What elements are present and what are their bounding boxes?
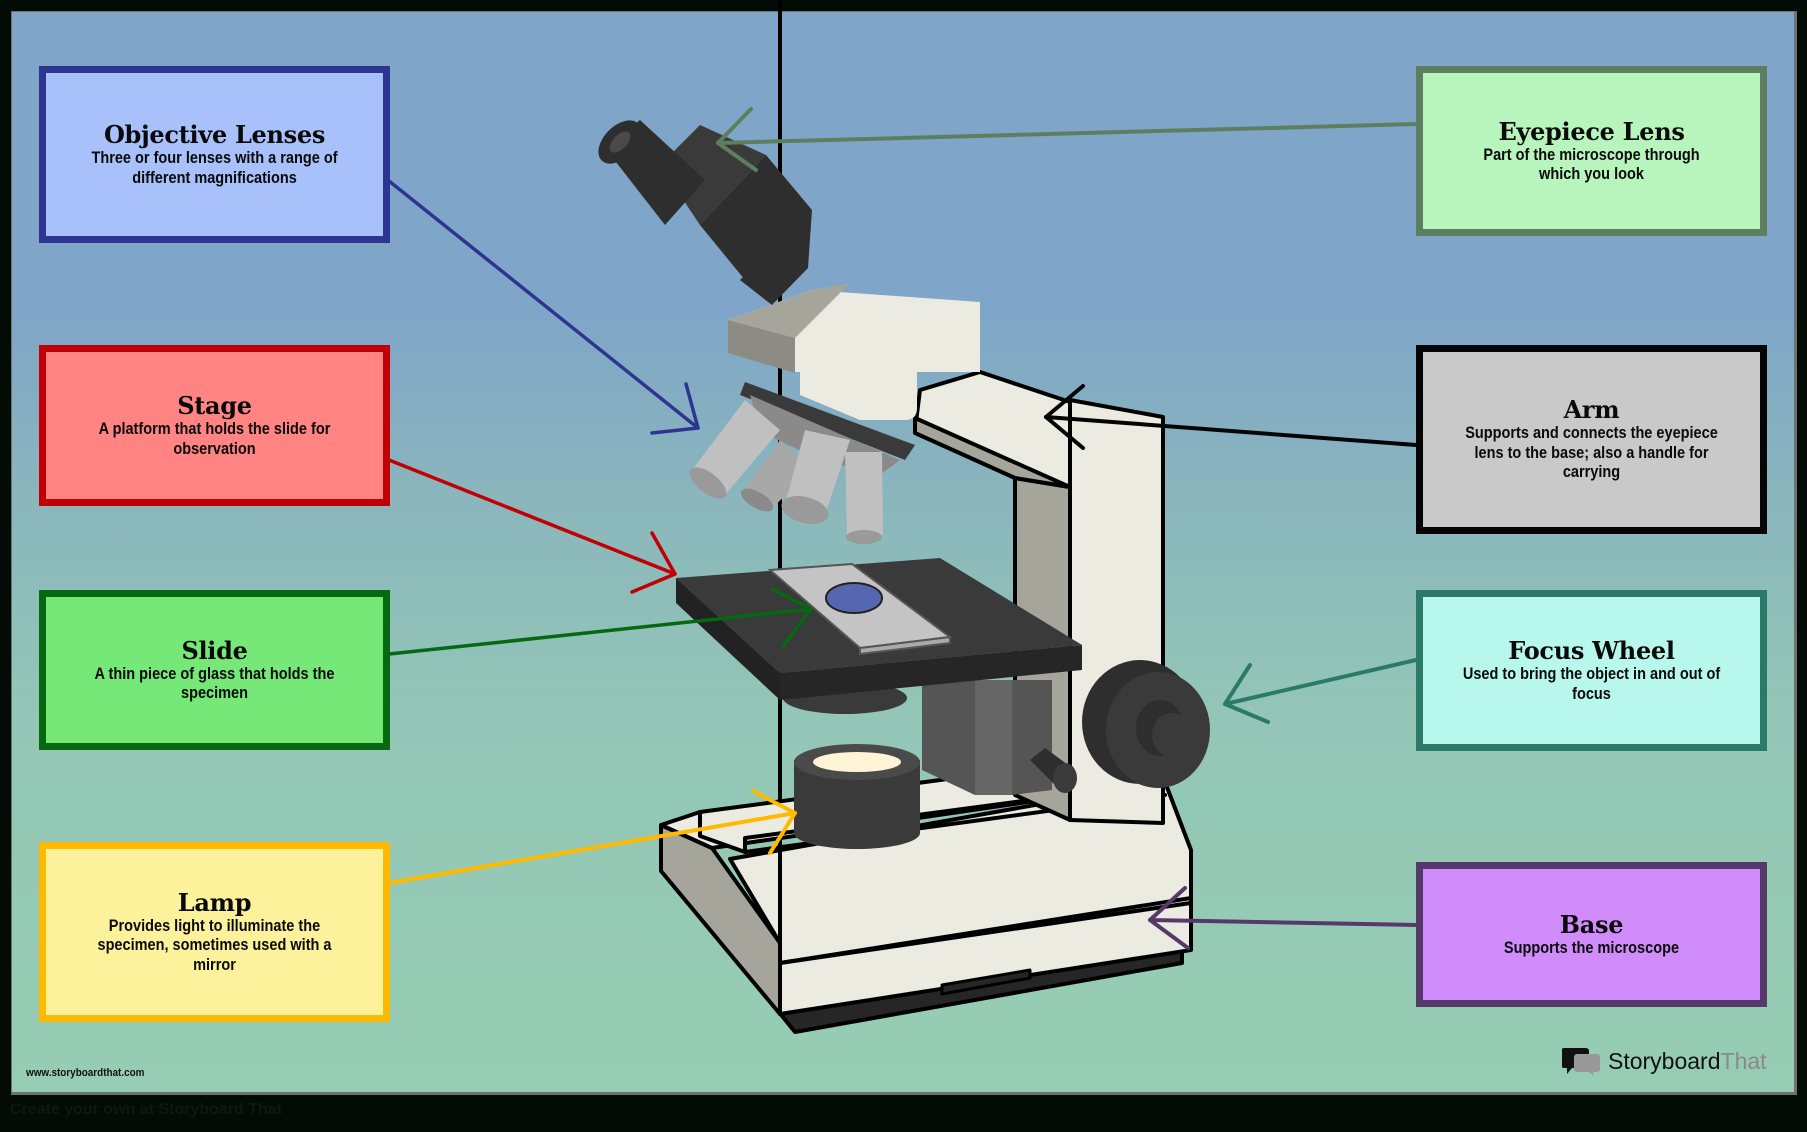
create-your-own-text[interactable]: Create your own at Storyboard That — [10, 1101, 283, 1118]
head-part — [728, 283, 980, 420]
slide-arrow — [387, 587, 813, 656]
label-description: Provides light to illuminate the specime… — [97, 916, 332, 974]
label-title: Focus Wheel — [1508, 636, 1675, 665]
label-description: A platform that holds the slide for obse… — [98, 420, 331, 458]
label-description: Three or four lenses with a range of dif… — [91, 149, 338, 187]
label-description: Part of the microscope through which you… — [1483, 145, 1700, 184]
label-slide: Slide A thin piece of glass that holds t… — [39, 590, 390, 750]
label-objective-lenses: Objective Lenses Three or four lenses wi… — [39, 66, 390, 243]
lamp-arrow — [387, 789, 797, 885]
label-arm: Arm Supports and connects the eyepiece l… — [1416, 345, 1767, 534]
objective-arrow — [387, 179, 700, 435]
focus-arrow — [1223, 658, 1418, 724]
label-title: Eyepiece Lens — [1498, 116, 1685, 146]
logo-word-storyboard: Storyboard — [1608, 1047, 1721, 1074]
label-stage: Stage A platform that holds the slide fo… — [39, 345, 390, 506]
label-title: Stage — [177, 391, 252, 420]
focus-wheel-part — [1082, 660, 1210, 788]
slide-part — [767, 562, 953, 656]
label-eyepiece-lens: Eyepiece Lens Part of the microscope thr… — [1416, 66, 1767, 236]
logo-wordmark: StoryboardThat — [1608, 1048, 1767, 1075]
coarse-knob-part — [1030, 748, 1077, 793]
eyepiece-arrow — [716, 107, 1418, 172]
label-description: Supports the microscope — [1503, 938, 1680, 957]
lamp-part — [794, 744, 920, 849]
label-description: A thin piece of glass that holds the spe… — [94, 664, 335, 703]
footer-url[interactable]: www.storyboardthat.com — [26, 1067, 145, 1079]
label-title: Arm — [1563, 395, 1620, 425]
label-base: Base Supports the microscope — [1416, 862, 1767, 1007]
label-lamp: Lamp Provides light to illuminate the sp… — [39, 842, 390, 1022]
label-title: Slide — [181, 635, 248, 665]
arm-arrow — [1044, 384, 1418, 450]
speech-bubbles-icon — [1562, 1048, 1600, 1076]
nosepiece-part — [689, 382, 915, 544]
label-title: Lamp — [177, 887, 252, 917]
label-description: Supports and connects the eyepiece lens … — [1465, 424, 1718, 482]
label-focus-wheel: Focus Wheel Used to bring the object in … — [1416, 590, 1767, 751]
storyboardthat-logo[interactable]: StoryboardThat — [1562, 1046, 1767, 1076]
eyepiece-part — [598, 120, 812, 305]
stage-arrow — [387, 458, 677, 594]
label-title: Base — [1559, 909, 1624, 939]
base-arrow — [1148, 886, 1418, 950]
label-title: Objective Lenses — [103, 120, 326, 149]
logo-word-that: That — [1720, 1047, 1767, 1074]
label-description: Used to bring the object in and out of f… — [1462, 665, 1721, 703]
